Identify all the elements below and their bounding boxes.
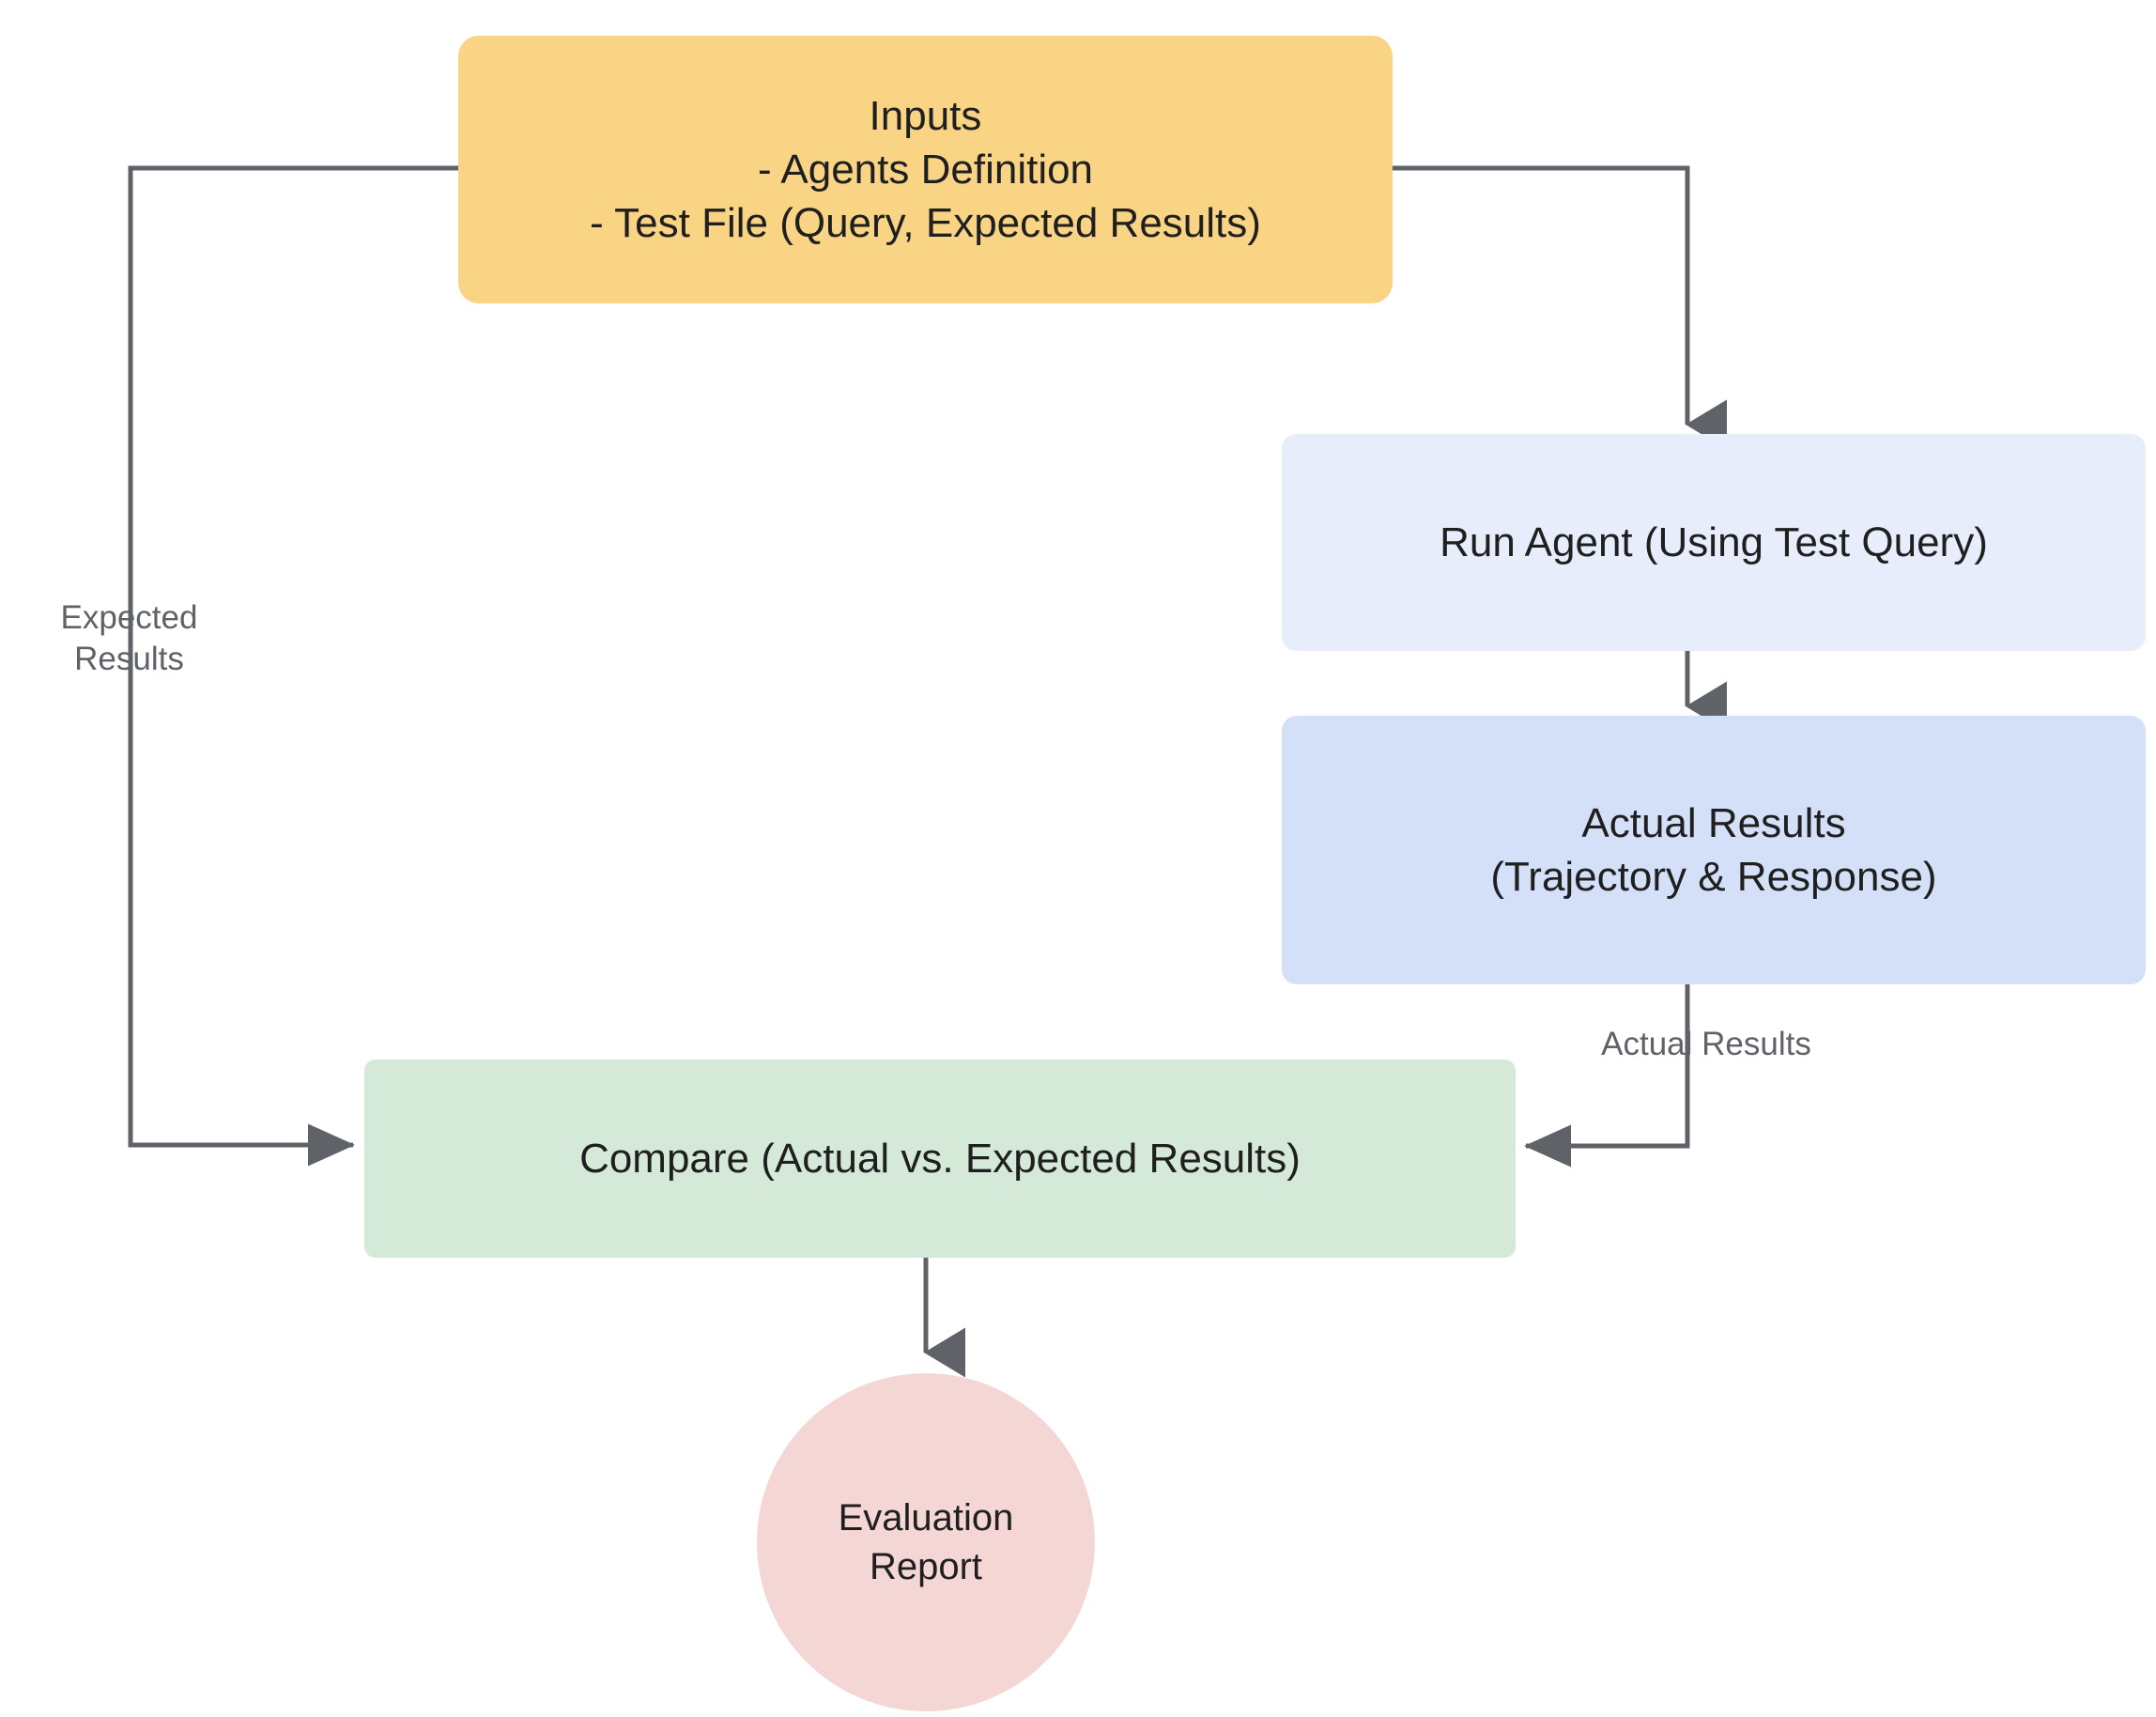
edge-inputs-to-run-agent xyxy=(1393,165,1727,450)
node-run-agent[interactable]: Run Agent (Using Test Query) xyxy=(1282,434,2146,651)
edge-actual-results-to-compare xyxy=(1524,984,1690,1168)
node-inputs[interactable]: Inputs - Agents Definition - Test File (… xyxy=(458,36,1393,303)
node-evaluation-report[interactable]: Evaluation Report xyxy=(757,1373,1095,1711)
edge-label-expected-results: Expected Results xyxy=(60,599,198,677)
edge-label-actual-results: Actual Results xyxy=(1601,1026,1811,1062)
node-compare[interactable]: Compare (Actual vs. Expected Results) xyxy=(364,1060,1516,1258)
node-actual-results[interactable]: Actual Results (Trajectory & Response) xyxy=(1282,716,2146,984)
